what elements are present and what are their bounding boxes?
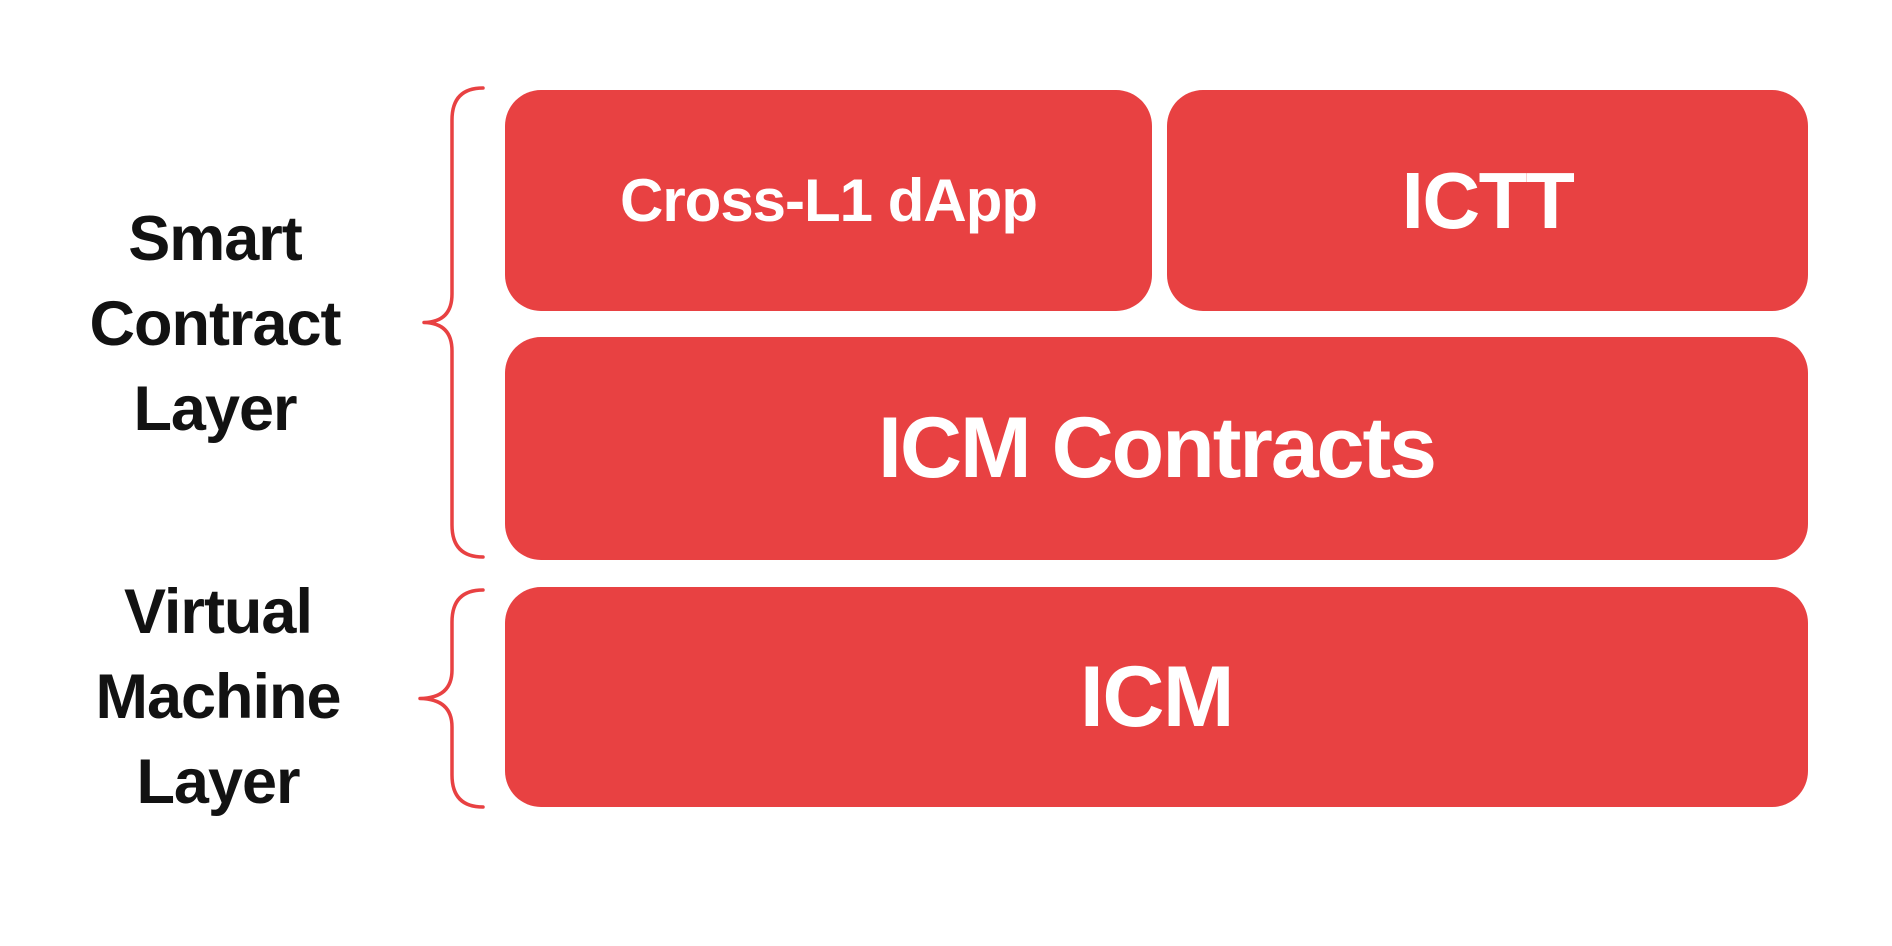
node-ictt: ICTT [1167, 90, 1808, 311]
node-icm: ICM [505, 587, 1808, 807]
virtual-machine-brace-icon [418, 588, 485, 809]
label-line: Machine [95, 662, 341, 732]
label-line: Contract [89, 289, 341, 359]
label-line: Layer [136, 747, 300, 817]
label-line: Virtual [124, 577, 313, 647]
label-line: Smart [128, 204, 303, 274]
node-label: ICM [1079, 648, 1235, 745]
node-cross-l1-dapp: Cross-L1 dApp [505, 90, 1152, 311]
node-label: Cross-L1 dApp [619, 167, 1038, 234]
virtual-machine-layer-label: Virtual Machine Layer [18, 570, 418, 825]
node-label: ICM Contracts [878, 400, 1437, 496]
node-icm-contracts: ICM Contracts [505, 337, 1808, 560]
smart-contract-layer-label: Smart Contract Layer [15, 197, 415, 452]
node-label: ICTT [1401, 155, 1575, 245]
smart-contract-brace-icon [422, 86, 485, 559]
label-line: Layer [133, 374, 297, 444]
